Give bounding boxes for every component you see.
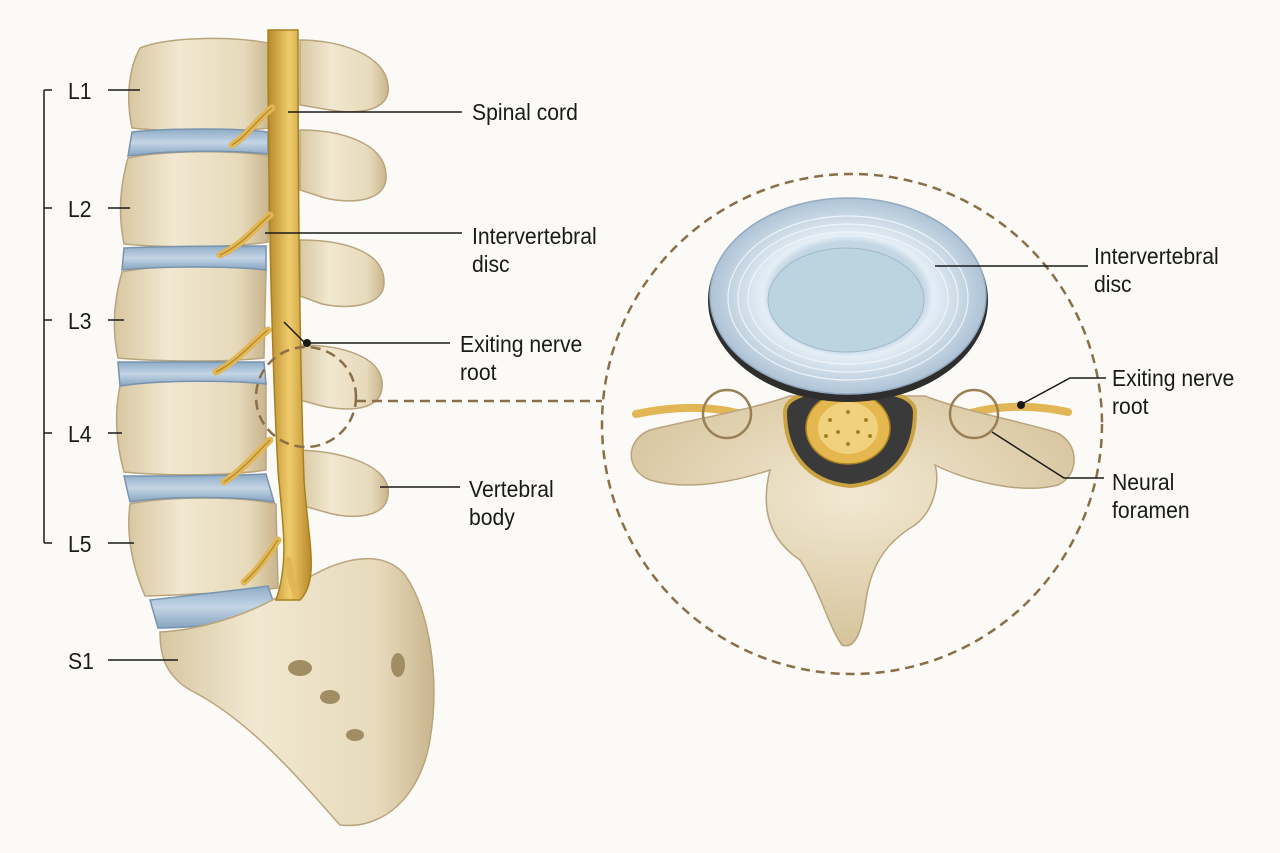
- nucleus-pulposus: [767, 247, 925, 353]
- level-label-l1: L1: [68, 78, 92, 104]
- label-neural-foramen: Neural foramen: [1112, 469, 1190, 523]
- left-foramen-circle: [701, 388, 753, 440]
- sagittal-callout-lines: [265, 111, 462, 488]
- vertebral-bodies: [113, 37, 279, 597]
- axial-posterior-arch: [630, 395, 1075, 647]
- axial-spinal-cord: [805, 391, 891, 465]
- sacral-foramina: [288, 653, 405, 741]
- spinal-cord-sagittal: [267, 29, 312, 601]
- spinous-processes: [299, 39, 389, 517]
- nerve-root-marker-dot: [303, 339, 311, 347]
- right-foramen-circle: [948, 388, 1000, 440]
- axial-zoom-circle: [600, 172, 1104, 676]
- level-leader-lines: [108, 89, 178, 661]
- label-intervertebral-disc-axial: Intervertebral disc: [1094, 243, 1219, 297]
- lumbar-bracket: [43, 89, 52, 544]
- sagittal-spine: [113, 29, 435, 827]
- level-label-l4: L4: [68, 421, 92, 447]
- label-exiting-nerve-root-sagittal: Exiting nerve root: [460, 331, 583, 385]
- level-label-l3: L3: [68, 308, 92, 334]
- level-label-s1: S1: [68, 648, 94, 674]
- level-label-l5: L5: [68, 531, 92, 557]
- level-label-l2: L2: [68, 196, 92, 222]
- axial-vertebra: [630, 197, 1075, 647]
- label-intervertebral-disc-sagittal: Intervertebral disc: [472, 223, 597, 277]
- annulus-rings: [727, 215, 969, 381]
- label-vertebral-body: Vertebral body: [469, 476, 554, 530]
- label-exiting-nerve-root-axial: Exiting nerve root: [1112, 365, 1235, 419]
- axial-nerve-marker-dot: [1017, 401, 1025, 409]
- sagittal-zoom-circle: [254, 345, 358, 449]
- label-spinal-cord: Spinal cord: [472, 99, 578, 125]
- axial-callout-lines: [935, 265, 1106, 479]
